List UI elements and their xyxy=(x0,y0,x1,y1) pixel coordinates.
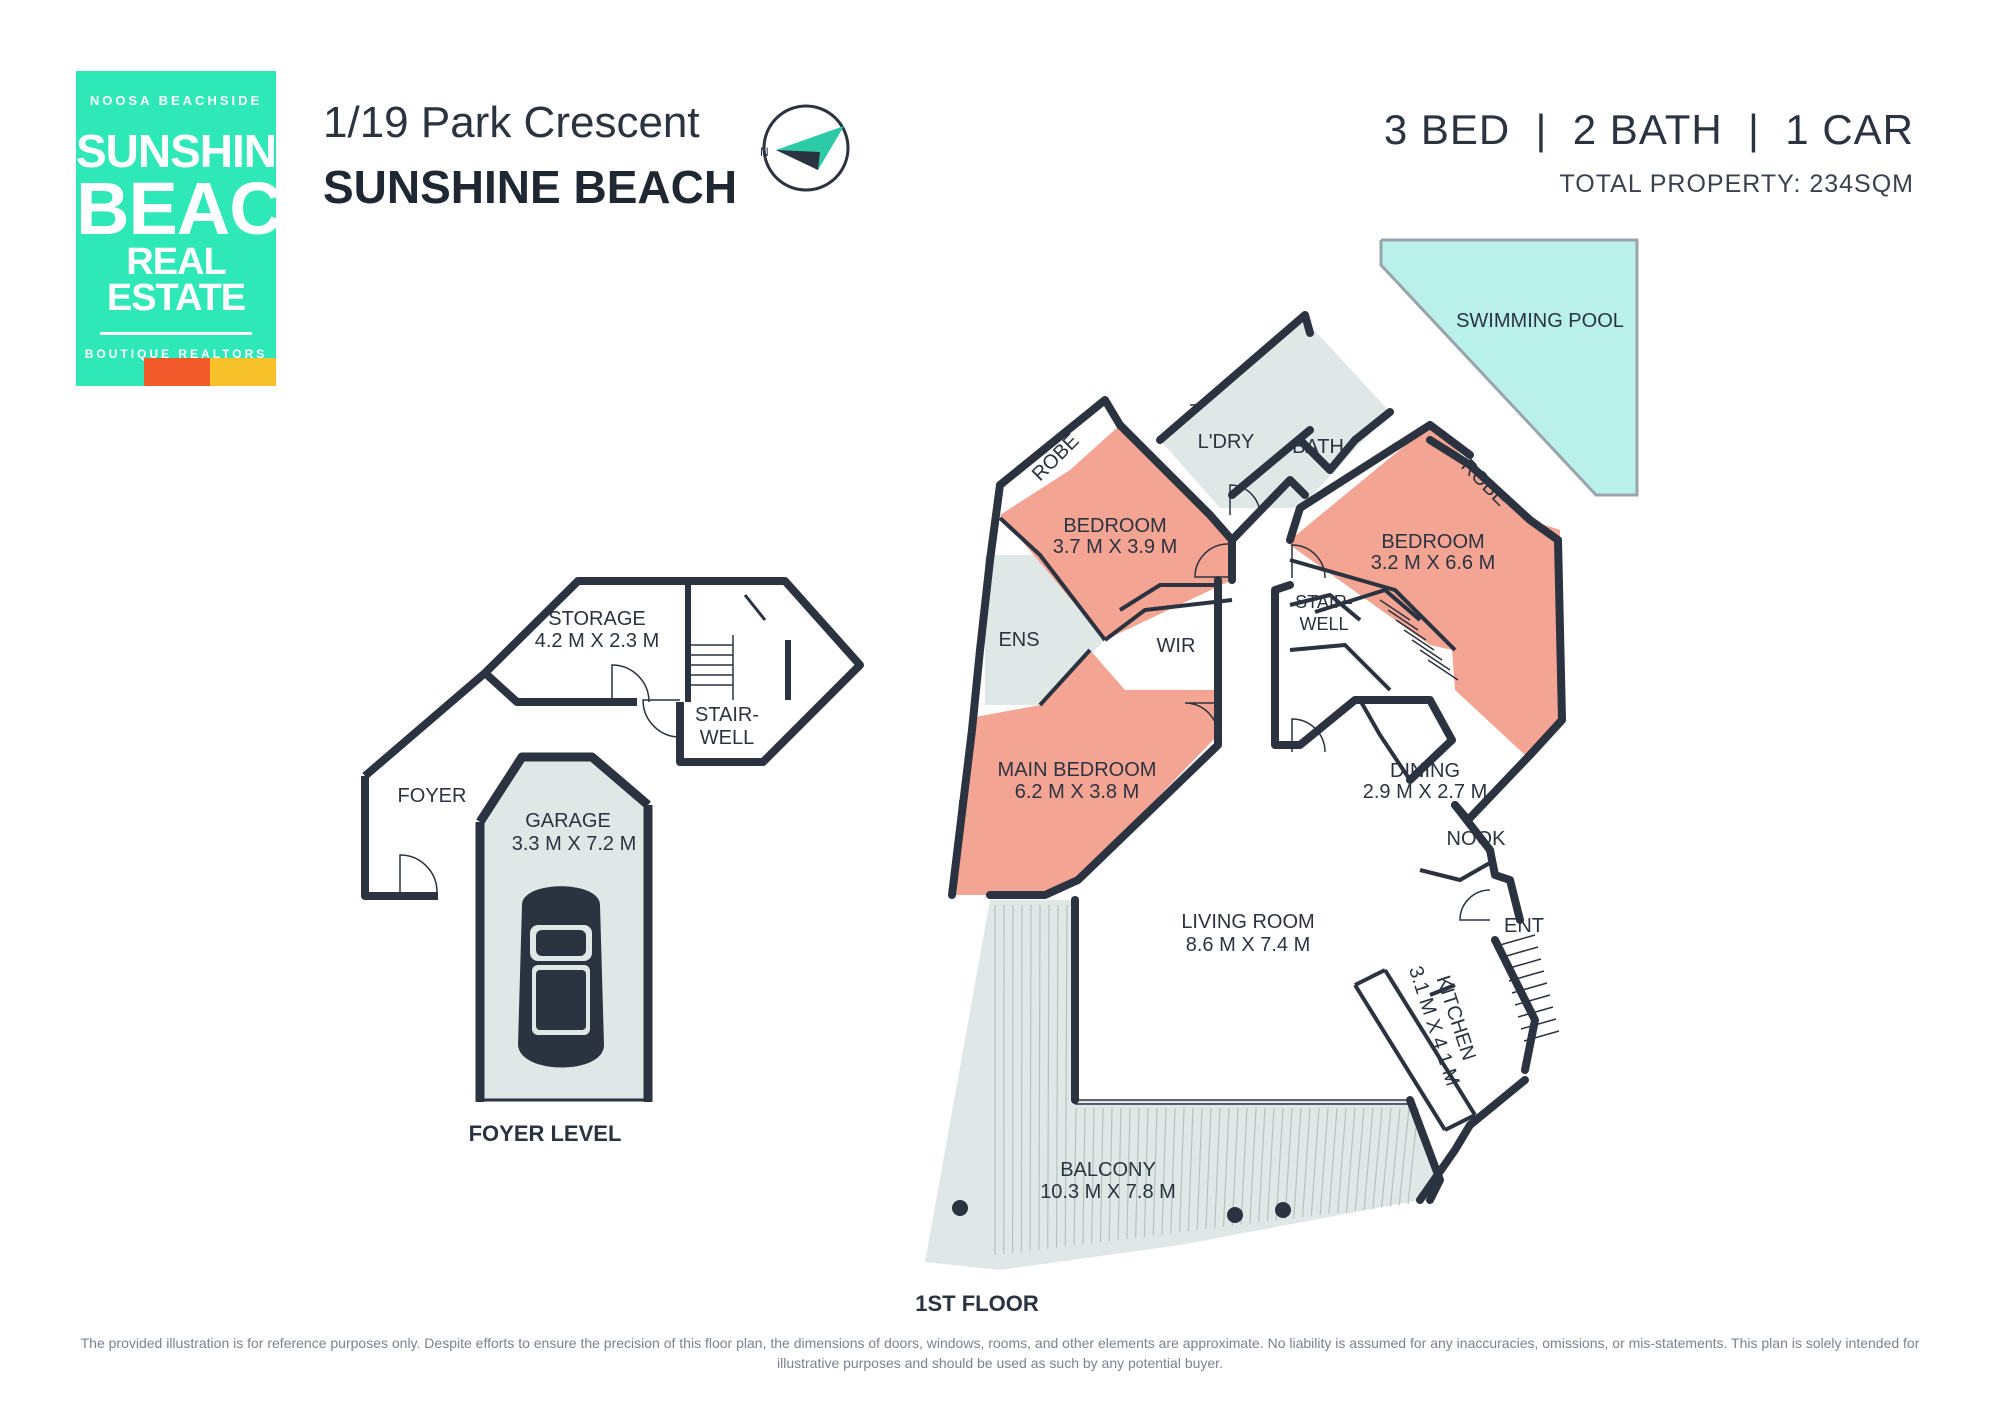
first-floor-plan xyxy=(925,238,1639,1270)
room-label-stairwell-a-ff: STAIR- xyxy=(1295,592,1353,612)
room-label-living: LIVING ROOM xyxy=(1181,911,1314,933)
first-floor-label: 1ST FLOOR xyxy=(915,1291,1039,1316)
property-address: 1/19 Park Crescent xyxy=(323,98,700,147)
room-label-nook: NOOK xyxy=(1447,828,1507,850)
room-label-main-bedroom: MAIN BEDROOM xyxy=(998,759,1157,781)
foyer-level-plan xyxy=(361,577,864,1102)
room-dims-living: 8.6 M X 7.4 M xyxy=(1186,934,1311,956)
pool-fill xyxy=(1381,240,1637,495)
property-suburb: SUNSHINE BEACH xyxy=(323,161,738,213)
property-specs: 3 BED | 2 BATH | 1 CAR xyxy=(1383,106,1914,153)
room-dims-dining: 2.9 M X 2.7 M xyxy=(1363,781,1488,803)
room-dims-bedroom-3: 3.2 M X 6.6 M xyxy=(1371,552,1496,574)
room-dims-storage: 4.2 M X 2.3 M xyxy=(535,630,660,652)
room-dims-balcony: 10.3 M X 7.8 M xyxy=(1040,1181,1176,1203)
room-label-laundry: L'DRY xyxy=(1198,431,1255,453)
logo-divider xyxy=(100,332,252,336)
car-icon xyxy=(518,886,604,1068)
room-label-storage: STORAGE xyxy=(548,608,645,630)
room-label-dining: DINING xyxy=(1390,760,1460,782)
room-dims-bedroom-2: 3.7 M X 3.9 M xyxy=(1053,536,1178,558)
room-label-bedroom-2: BEDROOM xyxy=(1063,515,1166,537)
foyer-level-label: FOYER LEVEL xyxy=(469,1121,622,1146)
compass-icon: N xyxy=(760,104,850,192)
room-label-balcony: BALCONY xyxy=(1060,1159,1156,1181)
room-label-stairwell-b-ff: WELL xyxy=(1299,614,1348,634)
bedroom-3-fill xyxy=(1290,425,1560,755)
room-label-garage: GARAGE xyxy=(525,810,611,832)
room-label-entry: ENT xyxy=(1504,915,1544,937)
room-label-ensuite: ENS xyxy=(998,629,1039,651)
balcony-fill xyxy=(925,900,1435,1270)
room-label-bedroom-3: BEDROOM xyxy=(1381,531,1484,553)
room-dims-garage: 3.3 M X 7.2 M xyxy=(512,833,637,855)
main-bedroom-fill xyxy=(952,650,1218,895)
room-label-pool: SWIMMING POOL xyxy=(1456,310,1624,332)
room-label-stairwell-b: WELL xyxy=(700,727,754,749)
logo-bar-yellow xyxy=(210,358,276,386)
logo-top-text: NOOSA BEACHSIDE xyxy=(89,93,263,108)
logo-color-bars xyxy=(144,358,276,386)
room-label-foyer: FOYER xyxy=(398,785,467,807)
room-label-bath: BATH xyxy=(1292,436,1344,458)
disclaimer-text: The provided illustration is for referen… xyxy=(80,1335,1920,1371)
room-label-wir: WIR xyxy=(1157,635,1196,657)
logo-bar-orange xyxy=(144,358,210,386)
logo-line-1: SUNSHINE xyxy=(76,125,307,177)
logo-line-3: REAL ESTATE xyxy=(106,240,246,320)
compass-north-letter: N xyxy=(760,145,769,159)
logo-bottom-text: BOUTIQUE REALTORS xyxy=(84,347,268,362)
room-label-stairwell-a: STAIR- xyxy=(695,704,759,726)
room-dims-main-bedroom: 6.2 M X 3.8 M xyxy=(1015,781,1140,803)
property-total-area: TOTAL PROPERTY: 234SQM xyxy=(1559,170,1914,198)
